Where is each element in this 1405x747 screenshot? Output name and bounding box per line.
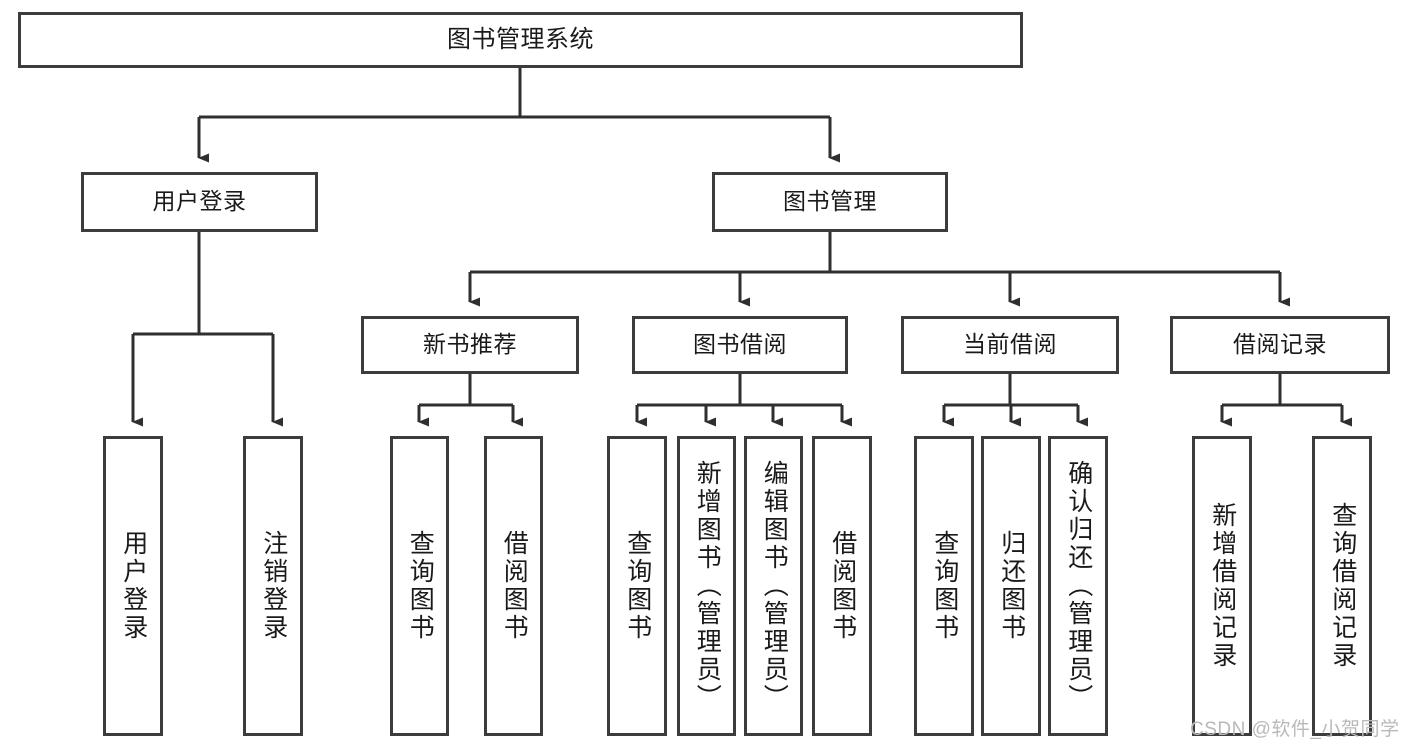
node-book-management-label: 图书管理 bbox=[783, 188, 877, 215]
node-book-borrow-label: 图书借阅 bbox=[693, 331, 787, 358]
node-borrow-record[interactable]: 借阅记录 bbox=[1170, 316, 1390, 374]
node-leaf-query-book-2[interactable]: 查询图书 bbox=[607, 436, 667, 736]
node-borrow-record-label: 借阅记录 bbox=[1233, 331, 1327, 358]
node-leaf-edit-book[interactable]: 编辑图书（管理员） bbox=[744, 436, 803, 736]
node-leaf-user-login-label: 用户登录 bbox=[119, 530, 148, 642]
node-leaf-query-book-1-label: 查询图书 bbox=[406, 530, 435, 642]
node-current-borrow-label: 当前借阅 bbox=[963, 331, 1057, 358]
node-leaf-add-book[interactable]: 新增图书（管理员） bbox=[677, 436, 736, 736]
node-leaf-confirm-return[interactable]: 确认归还（管理员） bbox=[1048, 436, 1108, 736]
node-leaf-logout-login-label: 注销登录 bbox=[259, 530, 288, 642]
node-leaf-return-book[interactable]: 归还图书 bbox=[981, 436, 1041, 736]
node-new-book-recommend[interactable]: 新书推荐 bbox=[361, 316, 579, 374]
node-leaf-edit-book-label: 编辑图书（管理员） bbox=[760, 460, 789, 712]
node-user-login-label: 用户登录 bbox=[152, 188, 247, 215]
node-leaf-borrow-book-1-label: 借阅图书 bbox=[500, 530, 529, 642]
node-leaf-logout-login[interactable]: 注销登录 bbox=[243, 436, 303, 736]
node-leaf-borrow-book-1[interactable]: 借阅图书 bbox=[484, 436, 543, 736]
node-leaf-query-book-2-label: 查询图书 bbox=[623, 530, 652, 642]
node-leaf-borrow-book-2[interactable]: 借阅图书 bbox=[812, 436, 872, 736]
node-root-library-system[interactable]: 图书管理系统 bbox=[18, 12, 1023, 68]
node-leaf-query-record[interactable]: 查询借阅记录 bbox=[1312, 436, 1372, 736]
node-leaf-borrow-book-2-label: 借阅图书 bbox=[828, 530, 857, 642]
node-leaf-add-record[interactable]: 新增借阅记录 bbox=[1192, 436, 1252, 736]
node-leaf-user-login[interactable]: 用户登录 bbox=[103, 436, 163, 736]
node-leaf-query-book-1[interactable]: 查询图书 bbox=[390, 436, 449, 736]
node-book-management[interactable]: 图书管理 bbox=[712, 172, 948, 232]
node-current-borrow[interactable]: 当前借阅 bbox=[901, 316, 1119, 374]
node-leaf-query-record-label: 查询借阅记录 bbox=[1328, 502, 1357, 670]
node-book-borrow[interactable]: 图书借阅 bbox=[632, 316, 848, 374]
node-leaf-query-book-3[interactable]: 查询图书 bbox=[914, 436, 974, 736]
node-leaf-add-book-label: 新增图书（管理员） bbox=[693, 460, 722, 712]
node-leaf-add-record-label: 新增借阅记录 bbox=[1208, 502, 1237, 670]
node-new-book-recommend-label: 新书推荐 bbox=[423, 331, 517, 358]
node-leaf-return-book-label: 归还图书 bbox=[997, 530, 1026, 642]
node-user-login[interactable]: 用户登录 bbox=[81, 172, 318, 232]
csdn-watermark: CSDN @软件_小贺同学 bbox=[1190, 719, 1400, 740]
node-root-label: 图书管理系统 bbox=[447, 25, 594, 53]
node-leaf-confirm-return-label: 确认归还（管理员） bbox=[1064, 460, 1093, 712]
node-leaf-query-book-3-label: 查询图书 bbox=[930, 530, 959, 642]
